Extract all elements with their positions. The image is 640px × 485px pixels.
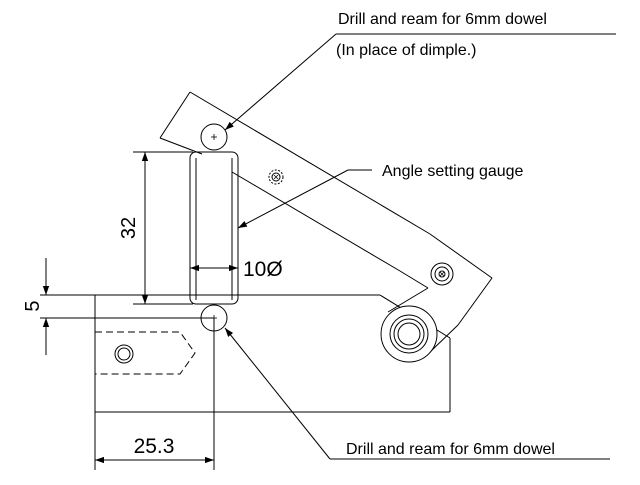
top-dowel-label: Drill and ream for 6mm dowel xyxy=(338,11,547,28)
leader-bottom-dowel xyxy=(224,327,610,460)
angle-gauge-label: Angle setting gauge xyxy=(382,163,524,180)
dim-25-3-label: 25.3 xyxy=(134,435,175,458)
arm-end-screw-icon xyxy=(430,262,454,286)
gauge-cylinder xyxy=(189,151,239,305)
dowel-center-marks xyxy=(211,134,445,321)
leader-angle-gauge xyxy=(237,169,372,229)
dim-5-label: 5 xyxy=(22,300,44,311)
hidden-slot xyxy=(95,331,196,375)
pivot-link xyxy=(387,287,459,353)
extension-lines xyxy=(40,151,215,470)
pivot-bolt-icon xyxy=(380,305,438,363)
dim-diameter-label: 10Ø xyxy=(243,258,283,281)
leader-top-dowel xyxy=(224,33,616,131)
angle-gauge-arm xyxy=(159,91,493,326)
dim-32-label: 32 xyxy=(118,217,140,239)
bottom-dowel-label: Drill and ream for 6mm dowel xyxy=(346,441,555,458)
slot-screw-icon xyxy=(114,344,134,364)
arm-screw-icon xyxy=(268,169,284,185)
top-dowel-sublabel: (In place of dimple.) xyxy=(336,42,477,59)
